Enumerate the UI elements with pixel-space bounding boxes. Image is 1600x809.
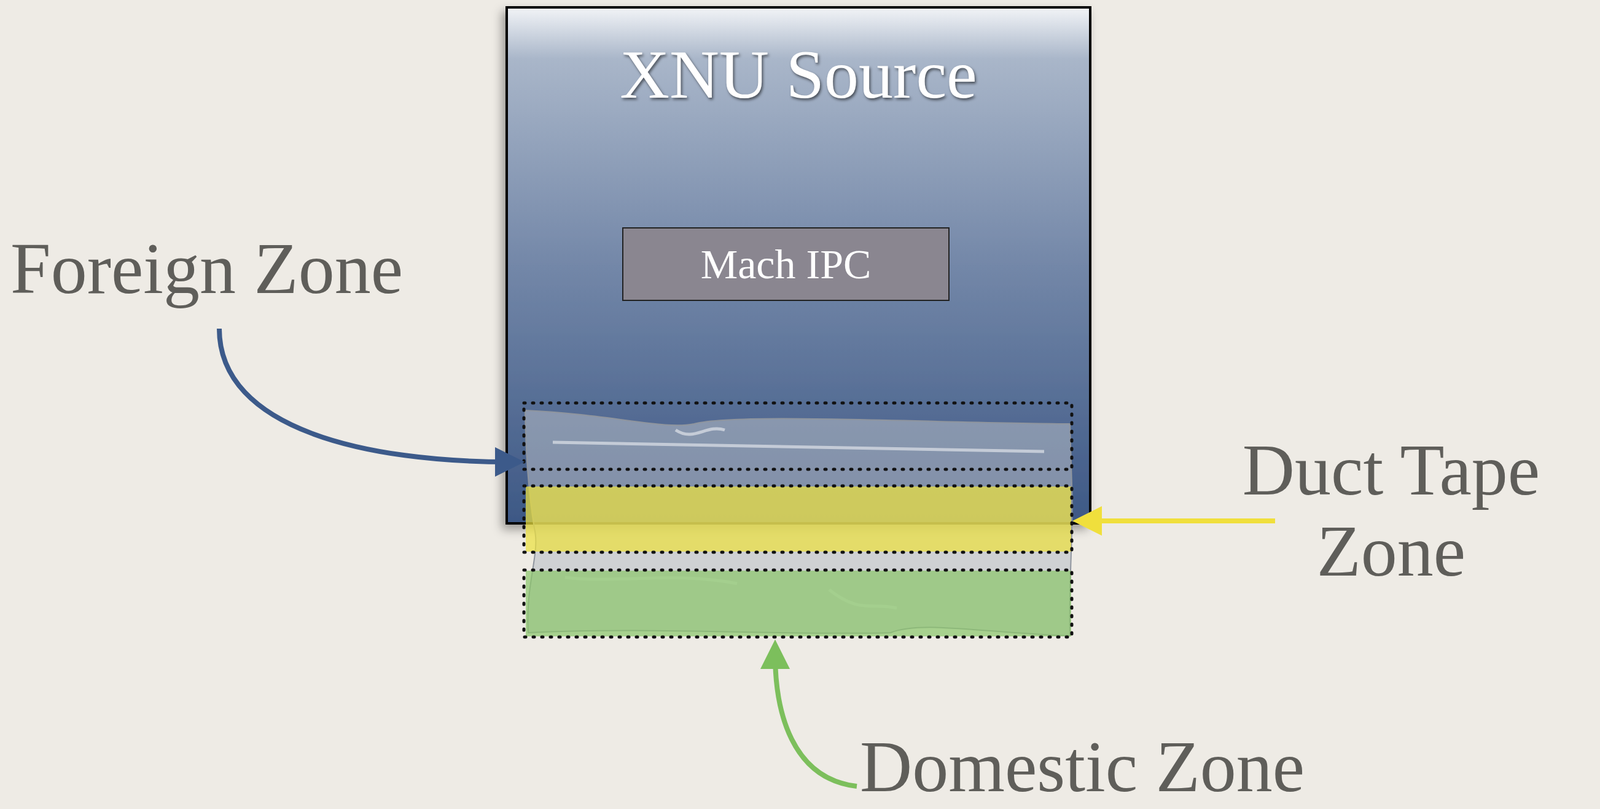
leader-arrow <box>219 328 510 462</box>
domestic-zone-band <box>523 569 1072 637</box>
component-box: Mach IPC <box>622 227 950 301</box>
source-box: XNU SourceMach IPC <box>494 7 1103 524</box>
duct-tape-zone-fill <box>525 486 1072 552</box>
box-title: XNU Source <box>494 7 1103 113</box>
leader-arrow <box>775 654 857 787</box>
zone-label: Foreign Zone <box>10 228 515 310</box>
domestic-zone-fill <box>525 570 1072 637</box>
leader-arrow <box>1087 518 1276 524</box>
zone-label: Duct Tape Zone <box>1197 429 1585 593</box>
duct-tape <box>525 410 1073 636</box>
duct-tape-zone-band <box>523 485 1072 553</box>
tape-wrinkles <box>552 428 1045 609</box>
foreign-zone-band <box>523 402 1072 470</box>
box-label: Mach IPC <box>700 241 872 288</box>
zone-label: Domestic Zone <box>859 726 1425 808</box>
